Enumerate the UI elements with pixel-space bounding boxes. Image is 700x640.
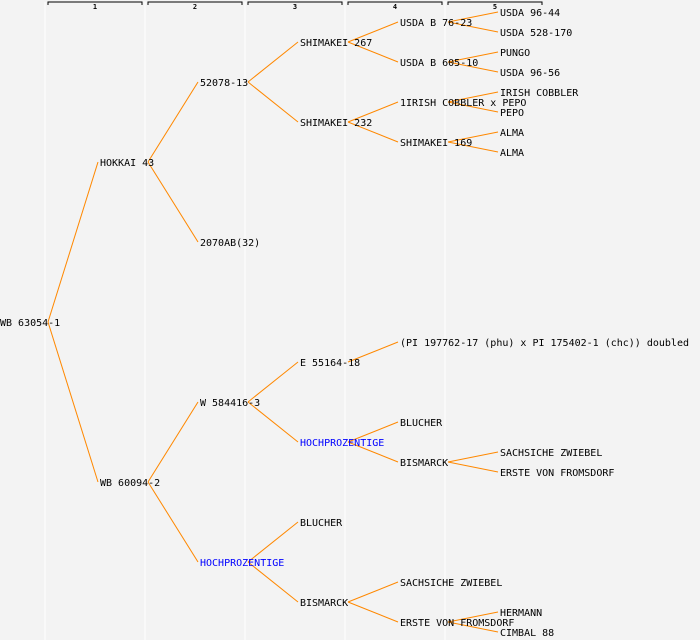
pedigree-link (447, 611, 499, 623)
pedigree-node-label[interactable]: HOCHPROZENTIGE (200, 558, 284, 569)
pedigree-link (247, 521, 299, 563)
generation-bracket (47, 1, 143, 5)
pedigree-link (347, 121, 399, 143)
pedigree-link (447, 91, 499, 103)
pedigree-node-label: USDA B 76-23 (400, 18, 472, 29)
pedigree-node-label: USDA 528-170 (500, 28, 572, 39)
generation-header: 5 (493, 3, 497, 11)
pedigree-node-label: BLUCHER (300, 518, 343, 529)
pedigree-link (147, 81, 199, 163)
pedigree-node-label: USDA 96-56 (500, 68, 560, 79)
pedigree-link (147, 161, 199, 243)
generation-bracket (247, 1, 343, 5)
pedigree-node-label: BISMARCK (400, 458, 448, 469)
pedigree-link (347, 101, 399, 123)
pedigree-node-label: ERSTE VON FROMSDORF (500, 468, 614, 479)
pedigree-node-label: HOKKAI 43 (100, 158, 154, 169)
pedigree-node-label: E 55164-18 (300, 358, 360, 369)
pedigree-node-label: ERSTE VON FROMSDORF (400, 618, 514, 629)
pedigree-node-label: IRISH COBBLER (500, 88, 579, 99)
pedigree-node-label[interactable]: HOCHPROZENTIGE (300, 438, 384, 449)
pedigree-node-label: WB 63054-1 (0, 318, 60, 329)
pedigree-node-label: SHIMAKEI 169 (400, 138, 472, 149)
pedigree-node-label: BLUCHER (400, 418, 443, 429)
pedigree-node-label: ALMA (500, 128, 524, 139)
pedigree-link (347, 421, 399, 443)
pedigree-link (447, 461, 499, 473)
pedigree-link (447, 141, 499, 153)
pedigree-link (347, 41, 399, 63)
pedigree-node-label: SACHSICHE ZWIEBEL (400, 578, 502, 589)
pedigree-link (247, 561, 299, 603)
pedigree-link (347, 21, 399, 43)
pedigree-node-label: WB 60094-2 (100, 478, 160, 489)
pedigree-link (247, 361, 299, 403)
pedigree-link (147, 401, 199, 483)
generation-bracket (447, 1, 543, 5)
pedigree-link (247, 81, 299, 123)
pedigree-link (47, 321, 99, 483)
pedigree-node-label: (PI 197762-17 (phu) x PI 175402-1 (chc))… (400, 338, 689, 349)
pedigree-node-label: SHIMAKEI 267 (300, 38, 372, 49)
pedigree-link (447, 621, 499, 633)
pedigree-link (347, 341, 399, 363)
pedigree-link (47, 161, 99, 323)
generation-header: 3 (293, 3, 297, 11)
pedigree-node-label: SACHSICHE ZWIEBEL (500, 448, 602, 459)
pedigree-link (347, 601, 399, 623)
pedigree-node-label: 52078-13 (200, 78, 248, 89)
pedigree-node-label: CIMBAL 88 (500, 628, 554, 639)
pedigree-node-label: 2070AB(32) (200, 238, 260, 249)
pedigree-node-label: SHIMAKEI 232 (300, 118, 372, 129)
pedigree-link (247, 401, 299, 443)
pedigree-link (147, 481, 199, 563)
generation-header: 1 (93, 3, 97, 11)
pedigree-link (447, 11, 499, 23)
pedigree-link (347, 581, 399, 603)
pedigree-node-label: 1IRISH COBBLER x PEPO (400, 98, 526, 109)
pedigree-node-label: USDA 96-44 (500, 8, 560, 19)
generation-header: 2 (193, 3, 197, 11)
generation-header: 4 (393, 3, 397, 11)
pedigree-link (447, 51, 499, 63)
pedigree-node-label: PEPO (500, 108, 524, 119)
pedigree-link (447, 451, 499, 463)
pedigree-node-label: BISMARCK (300, 598, 348, 609)
pedigree-node-label: W 584416-3 (200, 398, 260, 409)
pedigree-link (447, 101, 499, 113)
pedigree-link (447, 21, 499, 33)
pedigree-node-label: HERMANN (500, 608, 542, 619)
generation-bracket (347, 1, 443, 5)
pedigree-node-label: PUNGO (500, 48, 530, 59)
pedigree-link (447, 131, 499, 143)
pedigree-link (247, 41, 299, 83)
pedigree-node-label: ALMA (500, 148, 524, 159)
pedigree-link (347, 441, 399, 463)
generation-bracket (147, 1, 243, 5)
pedigree-node-label: USDA B 605-10 (400, 58, 478, 69)
pedigree-link (447, 61, 499, 73)
